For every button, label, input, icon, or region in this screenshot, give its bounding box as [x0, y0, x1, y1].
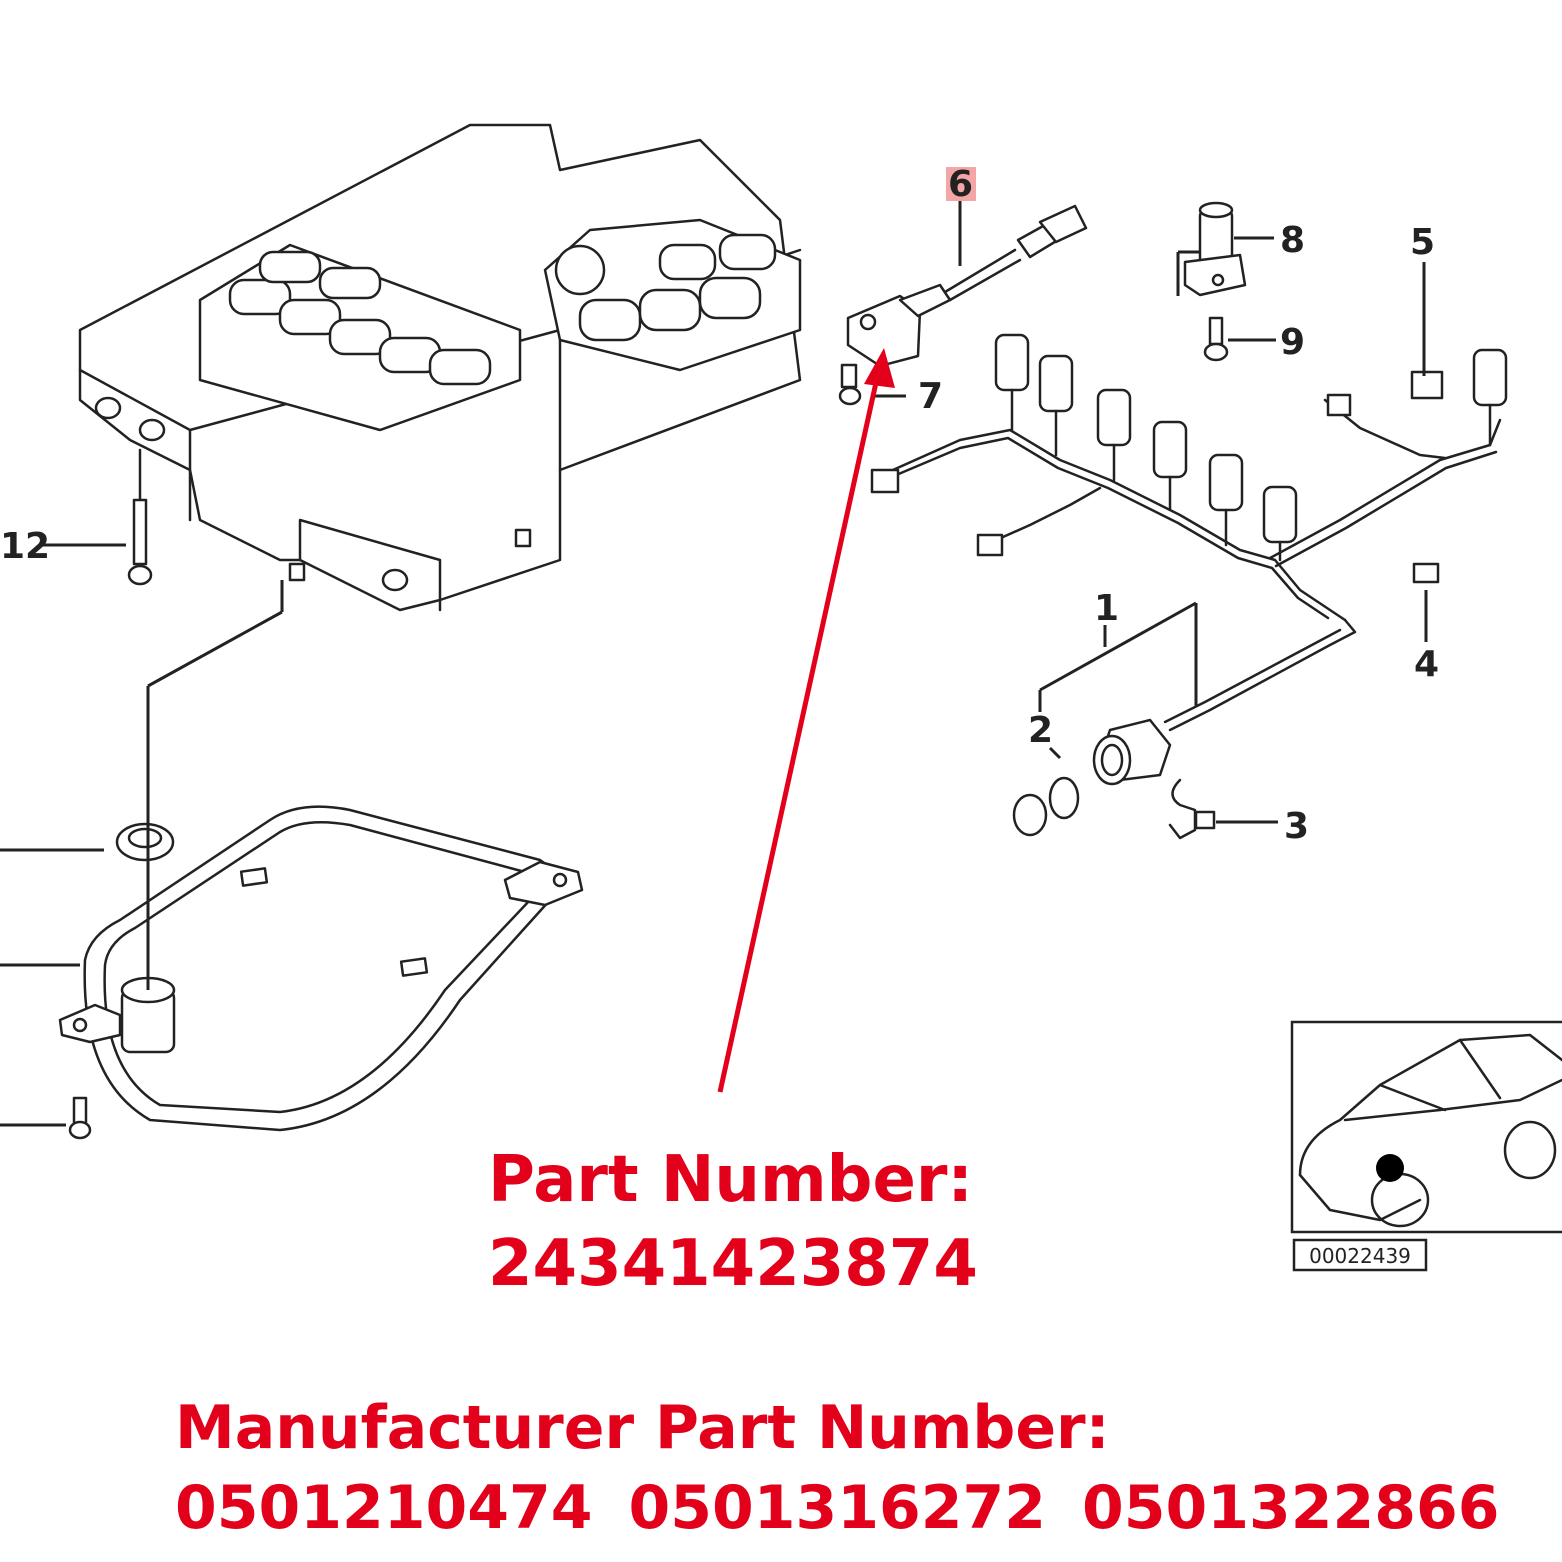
callout-2: 2 — [1028, 710, 1053, 751]
part-number-label: Part Number: — [488, 1143, 973, 1217]
wiring-harness-drawing — [870, 333, 1508, 786]
manufacturer-part-number-1: 0501210474 — [175, 1473, 593, 1543]
leader-lines-left — [0, 543, 284, 1127]
callout-9: 9 — [1280, 322, 1305, 363]
bolt-12-drawing — [127, 448, 153, 586]
part-number-value: 24341423874 — [488, 1227, 978, 1301]
sensor-8-drawing — [1183, 201, 1247, 362]
reference-number-box — [1292, 1238, 1428, 1272]
callout-8: 8 — [1280, 220, 1305, 261]
callout-6: 6 — [948, 164, 973, 205]
manufacturer-part-number-label: Manufacturer Part Number: — [175, 1393, 1110, 1463]
callout-1: 1 — [1094, 588, 1119, 629]
leader-8-9 — [1176, 236, 1276, 342]
leader-lines-right — [1038, 262, 1428, 824]
callout-6-highlight — [946, 167, 976, 201]
car-location-inset: 00022439 — [1290, 1020, 1562, 1272]
seal-rings-drawing — [1012, 776, 1216, 840]
manufacturer-part-number-2: 0501316272 — [628, 1473, 1046, 1543]
manufacturer-part-numbers: 0501210474 0501316272 0501322866 — [175, 1478, 1499, 1538]
callout-12: 12 — [0, 526, 50, 567]
valve-body-drawing — [78, 123, 802, 612]
callout-5: 5 — [1410, 222, 1435, 263]
callout-7: 7 — [918, 376, 943, 417]
speed-sensor-drawing — [838, 204, 1088, 406]
filter-drawing — [58, 805, 584, 1140]
callout-3: 3 — [1284, 806, 1309, 847]
manufacturer-part-number-3: 0501322866 — [1081, 1473, 1500, 1543]
callout-4: 4 — [1414, 644, 1439, 685]
red-pointer-arrow — [717, 348, 895, 1093]
reference-number: 00022439 — [1309, 1244, 1411, 1268]
